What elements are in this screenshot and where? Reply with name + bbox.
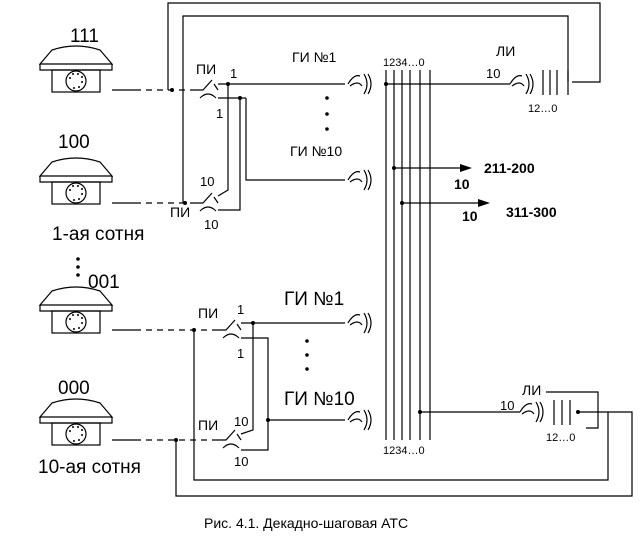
- upper-pi1-selector: [195, 79, 219, 99]
- bus-bottom-label: 1234…0: [383, 445, 425, 457]
- lower-gi1-selector: [347, 312, 372, 334]
- upper-li-label: ЛИ: [496, 43, 515, 59]
- upper-li-selector: [509, 73, 534, 95]
- upper-gi10-selector: [347, 169, 372, 191]
- upper-pi1-label: ПИ: [196, 61, 216, 77]
- lower-li-contacts: 12…0: [546, 432, 575, 444]
- phone-number-111: 111: [70, 26, 99, 47]
- figure-caption: Рис. 4.1. Декадно-шаговая АТС: [204, 515, 408, 531]
- upper-gi1-label: ГИ №1: [292, 49, 337, 65]
- lower-pi2-num: 10: [234, 414, 248, 429]
- lower-gi10-label: ГИ №10: [284, 389, 355, 410]
- lower-li-num: 10: [500, 398, 514, 413]
- lower-gi1-label: ГИ №1: [284, 289, 344, 310]
- upper-pi2-num: 10: [200, 174, 214, 189]
- route-311-300: 311-300: [506, 204, 557, 220]
- phone-number-001: 001: [88, 272, 120, 293]
- upper-pi2-sub: 10: [204, 217, 218, 232]
- upper-pi1-sub: 1: [216, 106, 223, 121]
- upper-pi2-selector: [195, 192, 219, 212]
- phone-001: [39, 286, 113, 334]
- upper-li-contacts: 12…0: [528, 103, 557, 115]
- upper-gi10-label: ГИ №10: [290, 143, 342, 159]
- lower-pi1-selector: [218, 319, 242, 339]
- lower-pi2-label: ПИ: [198, 417, 218, 433]
- route-211-200: 211-200: [484, 160, 535, 176]
- upper-pi1-num: 1: [230, 66, 237, 81]
- upper-gi1-selector: [347, 73, 372, 95]
- route2-num: 10: [462, 208, 478, 224]
- phone-111: [39, 45, 113, 93]
- lower-li-label: ЛИ: [522, 382, 541, 398]
- first-hundred-label: 1-ая сотня: [52, 224, 144, 245]
- upper-li-num: 10: [486, 66, 500, 81]
- lower-pi2-sub: 10: [234, 454, 248, 469]
- phone-000: [39, 398, 113, 446]
- route1-num: 10: [454, 176, 470, 192]
- contact-bus: [385, 70, 431, 440]
- lower-gi10-selector: [347, 409, 372, 431]
- bus-top-label: 1234…0: [383, 57, 425, 69]
- lower-pi1-label: ПИ: [198, 305, 218, 321]
- lower-li-selector: [519, 401, 544, 423]
- phone-number-000: 000: [58, 378, 90, 399]
- phone-100: [39, 157, 113, 205]
- phone-number-100: 100: [58, 132, 90, 153]
- upper-pi2-label: ПИ: [170, 204, 190, 220]
- lower-pi2-selector: [218, 429, 242, 449]
- tenth-hundred-label: 10-ая сотня: [38, 457, 141, 478]
- lower-pi1-sub: 1: [237, 346, 244, 361]
- lower-pi1-num: 1: [237, 302, 244, 317]
